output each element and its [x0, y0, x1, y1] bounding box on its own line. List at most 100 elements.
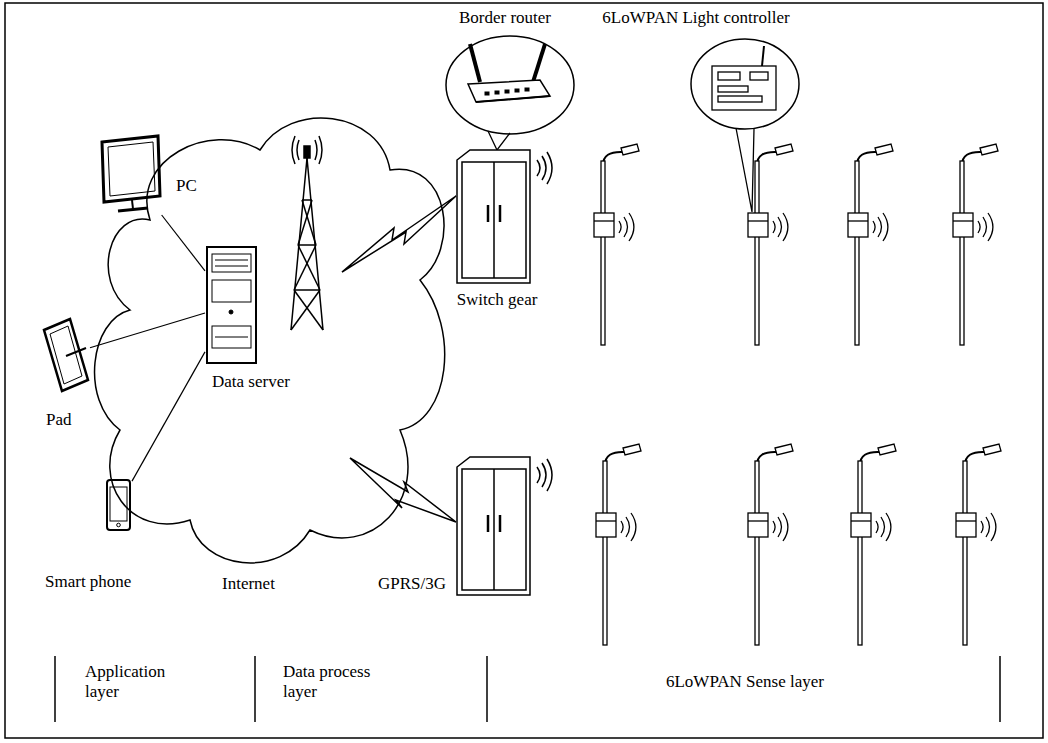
signal-wave: [773, 521, 775, 533]
node-label: 6LoWPAN Light controller: [602, 8, 789, 28]
signal-wave: [624, 217, 628, 237]
network-link: [162, 215, 205, 271]
controller-icon: [712, 46, 776, 110]
layer-label: 6LoWPAN Sense layer: [666, 672, 824, 692]
box-strap: [953, 220, 973, 221]
light-controller-box: [596, 513, 616, 537]
lamp-arm: [965, 452, 985, 465]
wireless-link: [350, 458, 456, 522]
lamp-head: [980, 144, 998, 155]
light-controller-box: [953, 213, 973, 237]
signal-wave: [783, 513, 788, 541]
cabinet-icon: [457, 457, 552, 595]
tower-icon: [291, 136, 323, 330]
lamp-arm: [962, 152, 982, 165]
box-strap: [848, 220, 868, 221]
phone-icon: [107, 480, 130, 530]
node-label: Border router: [459, 8, 551, 28]
network-link: [90, 313, 205, 348]
router-callout: Border router: [445, 35, 575, 135]
cloud-outline: [95, 118, 445, 563]
signal-wave: [983, 217, 987, 237]
box-strap: [851, 520, 871, 521]
lamp-pole: [601, 161, 605, 345]
ellipse-outline: [690, 38, 800, 130]
signal-wave: [978, 221, 980, 233]
box-strap: [956, 520, 976, 521]
signal-wave: [778, 517, 782, 537]
signal-wave: [626, 517, 630, 537]
signal-wave: [878, 217, 882, 237]
signal-wave: [873, 221, 875, 233]
signal-wave: [881, 517, 885, 537]
signal-wave: [986, 517, 990, 537]
signal-wave: [988, 213, 993, 241]
pc-icon: [102, 136, 160, 211]
signal-wave: [981, 521, 983, 533]
controller-callout: 6LoWPAN Light controller: [690, 38, 800, 130]
ellipse-outline: [445, 35, 575, 135]
network-link: [132, 352, 205, 481]
lamp-head: [875, 144, 893, 155]
layer-separator: [55, 656, 1000, 722]
lamp-head: [621, 144, 639, 155]
node-label: Internet: [222, 574, 275, 594]
cloud-outline: [90, 100, 450, 570]
street-light: [748, 144, 793, 345]
signal-wave: [783, 213, 788, 241]
lamp-pole: [855, 161, 859, 345]
node-label: PC: [176, 176, 197, 196]
phone-terminal: Smart phone: [105, 478, 132, 532]
lamp-arm: [757, 452, 777, 465]
wireless-link: [342, 196, 456, 272]
signal-wave: [778, 217, 782, 237]
lamp-head: [775, 444, 793, 455]
box-strap: [748, 520, 768, 521]
callout-bubble: [691, 39, 799, 129]
street-light: [748, 444, 793, 645]
light-controller-box: [851, 513, 871, 537]
light-controller-box: [594, 213, 614, 237]
lamp-head: [623, 444, 641, 455]
cabinet-icon: [457, 150, 552, 283]
street-light: [596, 444, 641, 645]
callout-bubble: [446, 36, 574, 134]
pad-icon: [44, 319, 88, 391]
lamp-pole: [858, 461, 862, 645]
signal-wave: [629, 213, 634, 241]
street-light: [594, 144, 639, 345]
lamp-arm: [605, 452, 625, 465]
frame: [5, 3, 1043, 738]
node-label: Data server: [212, 372, 290, 392]
light-controller-box: [956, 513, 976, 537]
node-label: Smart phone: [45, 572, 131, 592]
box-strap: [748, 220, 768, 221]
signal-wave: [886, 513, 891, 541]
pc-terminal: PC: [100, 136, 162, 215]
signal-wave: [621, 521, 623, 533]
signal-wave: [876, 521, 878, 533]
lamp-pole: [960, 161, 964, 345]
street-light: [848, 144, 893, 345]
lamp-pole: [755, 161, 759, 345]
lamp-arm: [603, 152, 623, 165]
signal-wave: [631, 513, 636, 541]
street-light: [956, 444, 1001, 645]
lamp-arm: [757, 152, 777, 165]
layer-label: Data process layer: [283, 662, 383, 703]
lamp-arm: [860, 452, 880, 465]
lamp-arm: [857, 152, 877, 165]
street-lights: [594, 144, 1001, 645]
box-strap: [594, 220, 614, 221]
lamp-head: [983, 444, 1001, 455]
light-controller-box: [748, 513, 768, 537]
signal-wave: [773, 221, 775, 233]
lamp-head: [775, 144, 793, 155]
pad-terminal: Pad: [42, 318, 90, 392]
server-icon: [207, 247, 256, 363]
node-label: Pad: [46, 410, 72, 430]
link-label: GPRS/3G: [378, 574, 446, 594]
box-strap: [596, 520, 616, 521]
